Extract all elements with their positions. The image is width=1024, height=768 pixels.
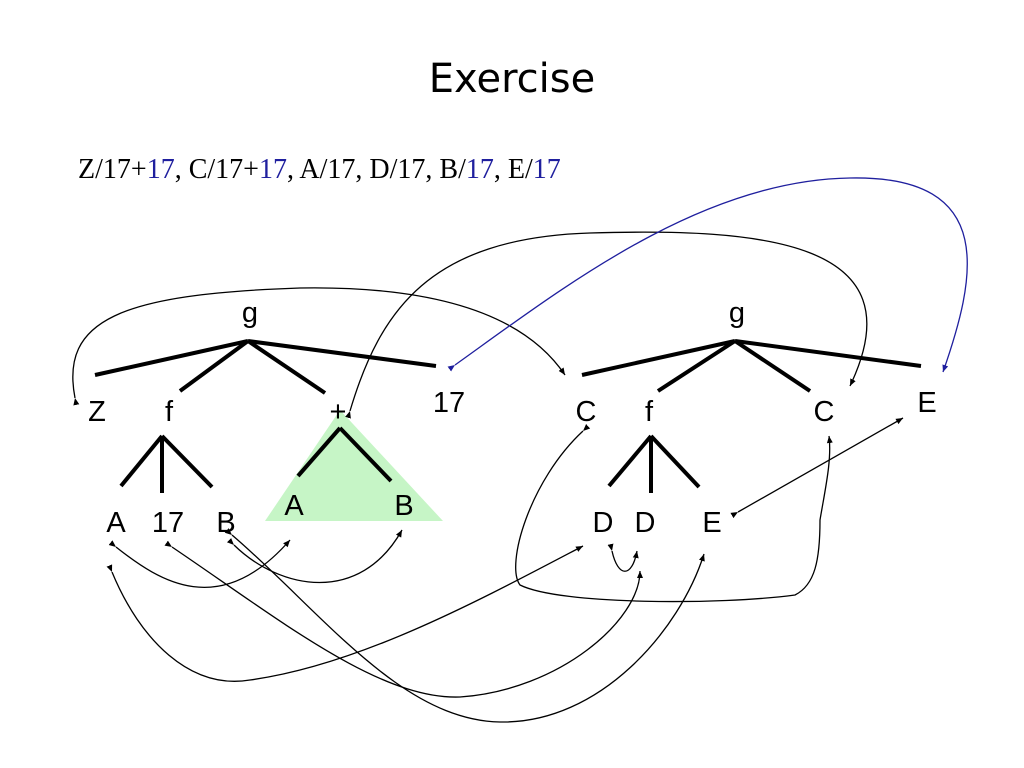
right-node-c1: C [576, 396, 597, 428]
substitution-highlight: 17 [146, 154, 175, 185]
right-tree-edges [581, 339, 922, 493]
slide-title: Exercise [428, 56, 596, 102]
substitution-highlight: 17 [465, 154, 494, 185]
right-node-f: f [645, 396, 654, 428]
arrow-17-e-blue [447, 177, 968, 373]
right-root-g: g [729, 297, 745, 329]
arrow-17-d [164, 540, 643, 698]
plus-child-b: B [394, 490, 413, 522]
arrow-e-e [730, 417, 904, 519]
substitution-highlight: 17 [532, 154, 561, 185]
substitution-text: Z/17+ [78, 154, 147, 185]
left-f-child-b: B [216, 507, 235, 539]
substitution-line: Z/17+17, C/17+17, A/17, D/17, B/17, E/17 [78, 154, 561, 186]
right-node-c2: C [814, 396, 835, 428]
arrow-a-d [106, 545, 584, 682]
right-f-child-d1: D [593, 507, 614, 539]
arrow-z-c [72, 287, 566, 406]
substitution-text: , C/17+ [174, 154, 259, 185]
left-f-child-a: A [106, 507, 126, 539]
arrow-plus-rightc [345, 231, 868, 419]
plus-child-a: A [284, 490, 304, 522]
left-node-plus: + [330, 396, 347, 428]
right-f-child-d2: D [635, 507, 656, 539]
right-f-child-e: E [702, 507, 721, 539]
left-root-g: g [242, 297, 258, 329]
arrow-d-d [607, 543, 639, 572]
left-node-17: 17 [433, 387, 465, 419]
plus-subtree-highlight [265, 410, 443, 521]
left-node-f: f [165, 396, 174, 428]
substitution-highlight: 17 [258, 154, 287, 185]
left-node-z: Z [88, 396, 106, 428]
substitution-text: , A/17, D/17, B/ [286, 154, 466, 185]
right-node-e: E [917, 387, 936, 419]
left-f-child-17: 17 [152, 507, 184, 539]
arrow-b-e [224, 528, 705, 723]
arrow-b-plusb [226, 529, 403, 584]
substitution-text: , E/ [493, 154, 533, 185]
